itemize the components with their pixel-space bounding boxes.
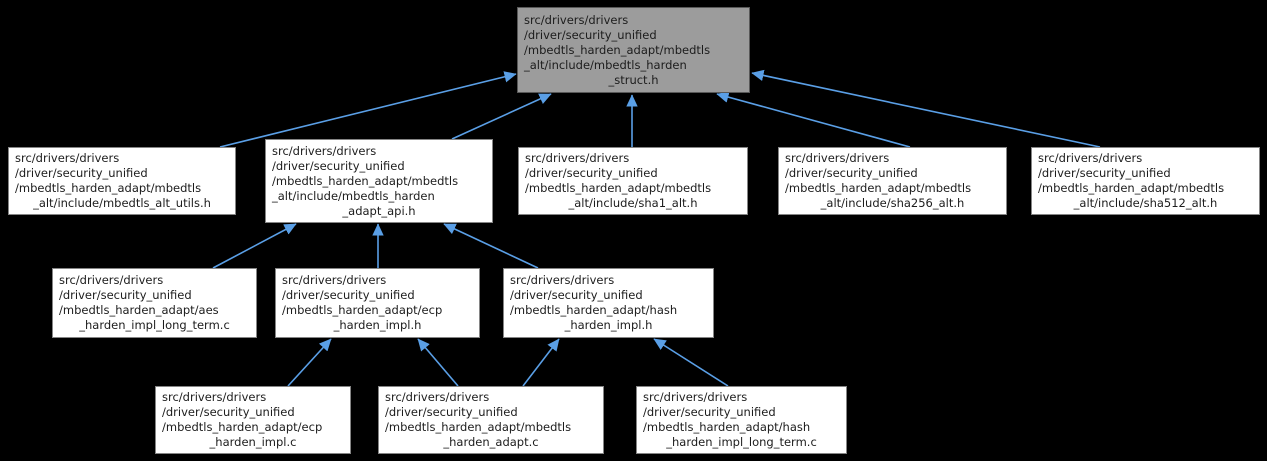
include-edge-adapt_api-to-harden_struct: [451, 93, 552, 140]
node-text-line: _alt/include/mbedtls_harden: [524, 57, 687, 72]
node-text-line: src/drivers/drivers: [1038, 151, 1143, 165]
node-text-line: _alt/include/mbedtls_harden: [272, 188, 435, 203]
include-edge-alt_utils-to-harden_struct: [219, 71, 517, 148]
node-text-line: /mbedtls_harden_adapt/mbedtls: [1038, 181, 1225, 195]
node-sha512-alt-h[interactable]: src/drivers/drivers /driver/security_uni…: [1031, 147, 1260, 215]
node-text-line: /mbedtls_harden_adapt/mbedtls: [385, 420, 572, 434]
node-mbedtls-harden-struct-h[interactable]: src/drivers/drivers /driver/security_uni…: [517, 7, 750, 93]
node-text-line: _alt/include/mbedtls_alt_utils.h: [33, 196, 211, 210]
node-mbedtls-harden-adapt-c[interactable]: src/drivers/drivers /driver/security_uni…: [378, 386, 604, 454]
node-text-line: src/drivers/drivers: [524, 12, 629, 27]
node-aes-harden-impl-long-term-c[interactable]: src/drivers/drivers /driver/security_uni…: [52, 268, 257, 338]
node-text-line: src/drivers/drivers: [510, 273, 615, 287]
node-text-line: /driver/security_unified: [525, 166, 658, 180]
node-text-line: /mbedtls_harden_adapt/ecp: [282, 303, 443, 317]
node-text-line: src/drivers/drivers: [282, 273, 387, 287]
node-hash-harden-impl-h[interactable]: src/drivers/drivers /driver/security_uni…: [503, 268, 714, 338]
node-text-line: /mbedtls_harden_adapt/mbedtls: [15, 181, 202, 195]
node-text-line: src/drivers/drivers: [15, 151, 120, 165]
node-text-line: /driver/security_unified: [524, 27, 657, 42]
node-text-line: /mbedtls_harden_adapt/hash: [643, 420, 811, 434]
node-text-line: _harden_impl.c: [209, 435, 297, 449]
node-text-line: /mbedtls_harden_adapt/aes: [59, 303, 219, 317]
node-text-line: _harden_adapt.c: [443, 435, 539, 449]
node-mbedtls-alt-utils-h[interactable]: src/drivers/drivers /driver/security_uni…: [8, 147, 236, 215]
node-hash-harden-impl-long-term-c[interactable]: src/drivers/drivers /driver/security_uni…: [636, 386, 847, 454]
node-text-line: src/drivers/drivers: [385, 390, 490, 404]
node-text-line: _harden_impl.h: [333, 318, 422, 332]
node-ecp-harden-impl-h[interactable]: src/drivers/drivers /driver/security_uni…: [275, 268, 480, 338]
node-sha256-alt-h[interactable]: src/drivers/drivers /driver/security_uni…: [778, 147, 1007, 215]
node-text-line: _struct.h: [608, 72, 659, 87]
node-text-line: src/drivers/drivers: [162, 390, 267, 404]
node-mbedtls-harden-adapt-api-h[interactable]: src/drivers/drivers /driver/security_uni…: [265, 139, 493, 223]
include-edge-adapt_c-to-ecp_impl_h: [417, 338, 459, 387]
node-sha1-alt-h[interactable]: src/drivers/drivers /driver/security_uni…: [518, 147, 748, 215]
node-text-line: /driver/security_unified: [643, 405, 776, 419]
node-text-line: _alt/include/sha512_alt.h: [1073, 196, 1218, 210]
include-edge-aes_impl_lt-to-adapt_api: [212, 223, 297, 269]
node-text-line: /driver/security_unified: [59, 288, 192, 302]
node-text-line: /driver/security_unified: [1038, 166, 1171, 180]
node-text-line: /driver/security_unified: [282, 288, 415, 302]
node-text-line: _alt/include/sha256_alt.h: [820, 196, 965, 210]
node-text-line: src/drivers/drivers: [272, 143, 377, 158]
node-text-line: /mbedtls_harden_adapt/mbedtls: [525, 181, 712, 195]
node-text-line: /driver/security_unified: [15, 166, 148, 180]
node-text-line: _alt/include/sha1_alt.h: [568, 196, 698, 210]
node-text-line: _harden_impl.h: [564, 318, 653, 332]
node-text-line: src/drivers/drivers: [525, 151, 630, 165]
node-text-line: src/drivers/drivers: [785, 151, 890, 165]
node-text-line: _harden_impl_long_term.c: [666, 435, 817, 449]
node-text-line: src/drivers/drivers: [643, 390, 748, 404]
node-text-line: /driver/security_unified: [510, 288, 643, 302]
node-text-line: _harden_impl_long_term.c: [79, 318, 230, 332]
node-text-line: /driver/security_unified: [385, 405, 518, 419]
node-text-line: src/drivers/drivers: [59, 273, 164, 287]
node-text-line: /driver/security_unified: [785, 166, 918, 180]
node-text-line: /driver/security_unified: [272, 158, 405, 173]
node-ecp-harden-impl-c[interactable]: src/drivers/drivers /driver/security_uni…: [155, 386, 351, 454]
node-text-line: /mbedtls_harden_adapt/mbedtls: [524, 42, 711, 57]
node-text-line: /mbedtls_harden_adapt/hash: [510, 303, 678, 317]
node-text-line: /mbedtls_harden_adapt/mbedtls: [785, 181, 972, 195]
include-edge-sha256-to-harden_struct: [716, 91, 911, 148]
include-edge-hash_impl_lt_c-to-hash_impl_h: [653, 338, 729, 387]
include-edge-adapt_c-to-hash_impl_h: [522, 338, 560, 387]
include-edge-hash_impl_h-to-adapt_api: [443, 223, 539, 269]
node-text-line: /mbedtls_harden_adapt/ecp: [162, 420, 323, 434]
include-edge-sha512-to-harden_struct: [751, 69, 1101, 148]
node-text-line: /mbedtls_harden_adapt/mbedtls: [272, 173, 459, 188]
include-edge-ecp_impl_c-to-ecp_impl_h: [287, 338, 332, 387]
node-text-line: /driver/security_unified: [162, 405, 295, 419]
node-text-line: _adapt_api.h: [342, 203, 416, 218]
